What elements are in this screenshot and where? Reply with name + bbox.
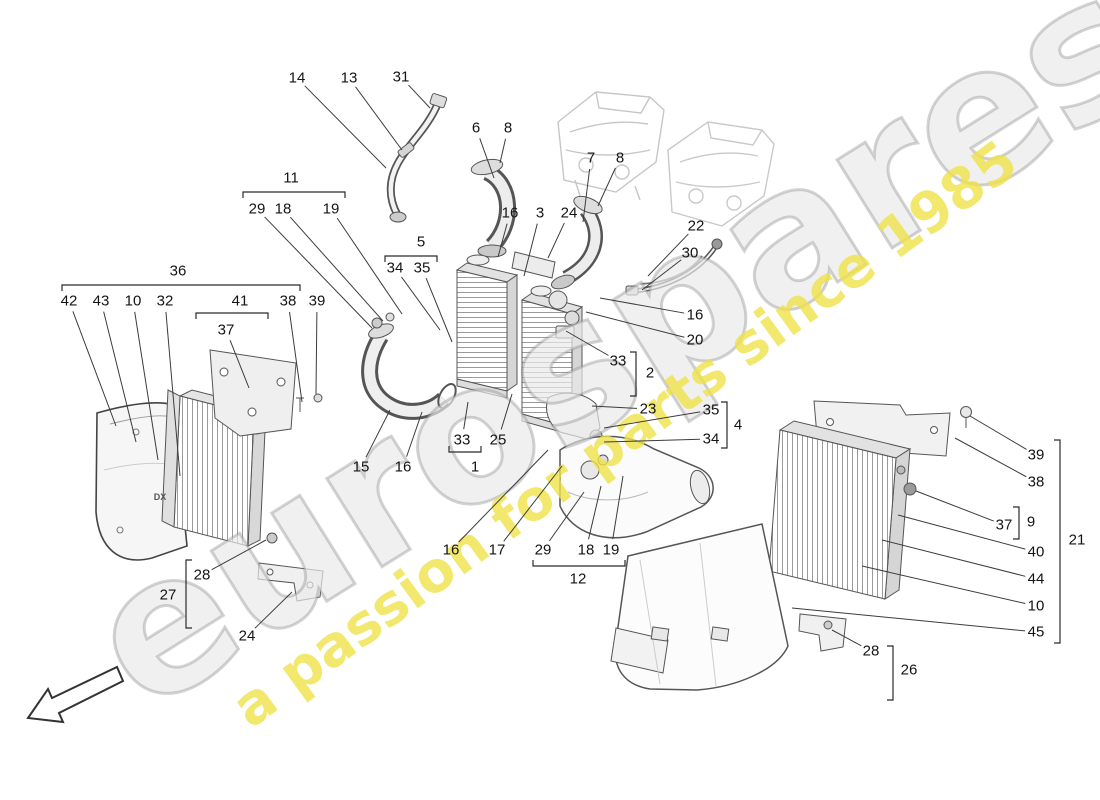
right-radiator (768, 420, 912, 600)
left-lower-bracket (257, 562, 324, 602)
engine-outline-right (667, 121, 775, 227)
coolant-hose-top (386, 93, 448, 223)
engine-outline-left (557, 91, 665, 201)
intake-pipe-right (550, 195, 603, 290)
intake-pipe-left (470, 158, 516, 258)
direction-arrow (26, 665, 125, 724)
left-fasteners (266, 393, 323, 544)
intercooler-left (455, 254, 519, 399)
right-duct (610, 523, 789, 691)
left-mount-plate (209, 349, 297, 437)
pipe-lower-elbow (361, 312, 457, 420)
breather-hoses (625, 238, 723, 296)
right-bracket (798, 613, 847, 652)
lower-duct (559, 435, 714, 539)
right-fasteners (903, 406, 972, 496)
